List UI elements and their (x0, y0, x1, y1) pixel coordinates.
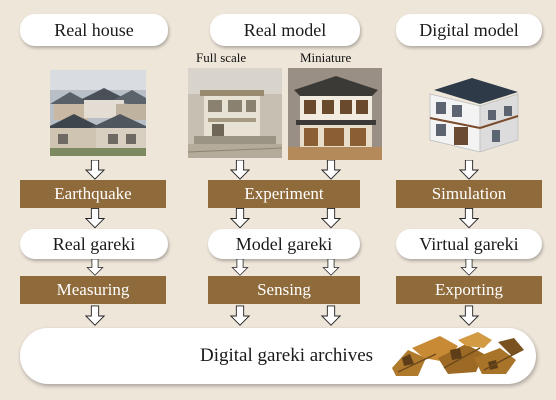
process-earthquake: Earthquake (20, 180, 166, 208)
sublabel-full-scale: Full scale (196, 50, 247, 65)
action-sensing: Sensing (208, 276, 360, 304)
archive-label: Digital gareki archives (200, 345, 374, 366)
action-exporting: Exporting (396, 276, 542, 304)
result-model-gareki: Model gareki (208, 229, 360, 259)
sublabel-miniature: Miniature (300, 50, 352, 65)
header-real-house: Real house (20, 14, 168, 46)
residential-houses-photo (50, 70, 146, 156)
result-virtual-gareki: Virtual gareki (396, 229, 542, 259)
process-simulation: Simulation (396, 180, 542, 208)
process-experiment: Experiment (208, 180, 360, 208)
header-real-model: Real model (210, 14, 360, 46)
header-digital-model: Digital model (396, 14, 542, 46)
result-real-gareki: Real gareki (20, 229, 168, 259)
digital-rubble-render (388, 328, 528, 385)
miniature-house-model-photo (288, 68, 382, 160)
digital-house-model-render (414, 70, 526, 160)
action-measuring: Measuring (20, 276, 166, 304)
full-scale-house-model-photo (188, 68, 282, 158)
